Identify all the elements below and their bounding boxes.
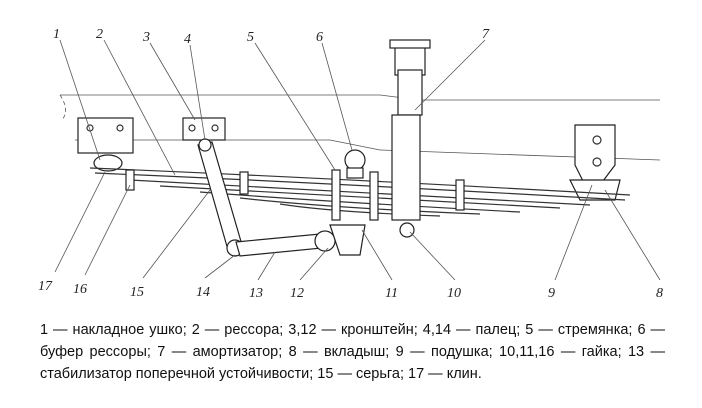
callout-2: 2 bbox=[96, 27, 103, 42]
callout-13: 13 bbox=[249, 286, 263, 301]
callout-12: 12 bbox=[290, 286, 304, 301]
front-bracket bbox=[77, 117, 134, 172]
leader-lines bbox=[54, 39, 661, 281]
callout-5: 5 bbox=[247, 30, 254, 45]
callout-6: 6 bbox=[316, 30, 323, 45]
callout-4: 4 bbox=[184, 32, 191, 47]
callout-15: 15 bbox=[130, 285, 144, 300]
callout-1: 1 bbox=[53, 27, 60, 42]
leaf-spring bbox=[89, 167, 631, 217]
callout-8: 8 bbox=[656, 286, 663, 301]
callout-7: 7 bbox=[482, 27, 490, 42]
figure-caption: 1 — накладное ушко; 2 — рессора; 3,12 — … bbox=[40, 322, 665, 382]
suspension-diagram: 1 2 3 4 5 6 7 17 16 15 14 13 12 11 10 9 … bbox=[38, 27, 663, 301]
callout-11: 11 bbox=[385, 286, 398, 301]
callout-14: 14 bbox=[196, 285, 210, 300]
stabilizer-bar bbox=[235, 224, 366, 257]
shock-absorber bbox=[389, 39, 431, 238]
callout-16: 16 bbox=[73, 282, 87, 297]
shackle-bracket bbox=[182, 117, 226, 141]
u-bolt bbox=[331, 149, 379, 221]
callout-3: 3 bbox=[142, 30, 150, 45]
callout-9: 9 bbox=[548, 286, 555, 301]
callout-17: 17 bbox=[38, 279, 53, 294]
callout-10: 10 bbox=[447, 286, 461, 301]
rear-bracket bbox=[569, 124, 621, 201]
